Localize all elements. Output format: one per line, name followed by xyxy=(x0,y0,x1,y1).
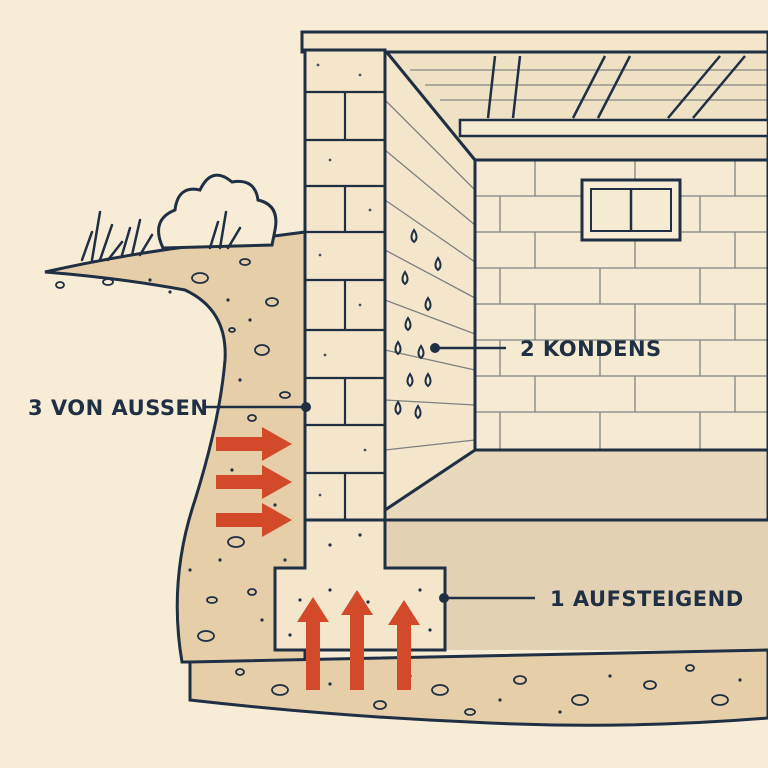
back-wall-bricks xyxy=(475,160,768,450)
outside-soil xyxy=(44,173,307,664)
ceiling-beam xyxy=(458,118,768,138)
label-rising: 1 AUFSTEIGEND xyxy=(550,587,744,611)
floor-slab xyxy=(385,520,768,650)
label-outside: 3 VON AUSSEN xyxy=(28,396,208,420)
grass-icon xyxy=(80,210,242,262)
callout-leader-rising xyxy=(439,593,535,603)
side-wall-bricks xyxy=(384,99,476,451)
ceiling-planks xyxy=(410,69,768,101)
arrow-up-icon xyxy=(297,590,420,690)
foundation-ground xyxy=(188,648,768,727)
water-drop-icon xyxy=(394,228,442,420)
arrow-right-icon xyxy=(216,427,292,537)
top-slab xyxy=(300,30,768,54)
block-wall xyxy=(303,48,387,522)
soil-pebbles xyxy=(55,258,291,642)
window-icon xyxy=(580,178,682,242)
basement-room xyxy=(300,30,768,650)
callout-leader-outside xyxy=(205,402,311,412)
ceiling-joists xyxy=(486,55,746,119)
label-condensation: 2 KONDENS xyxy=(520,337,662,361)
bush-icon xyxy=(157,173,278,250)
callout-leader-condensation xyxy=(430,343,506,353)
